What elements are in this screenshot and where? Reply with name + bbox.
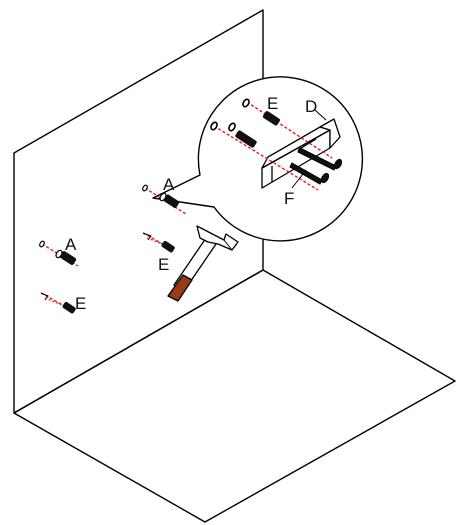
bracket-leader-line <box>314 109 327 121</box>
anchor-upper <box>142 184 187 215</box>
label-plug-upper: E <box>158 255 169 274</box>
detail-plug-lower <box>210 121 319 191</box>
label-plug-detail: E <box>267 94 278 113</box>
detail-callout <box>152 76 364 242</box>
wall-hole <box>228 122 236 132</box>
label-anchor-upper: A <box>163 175 175 194</box>
label-anchor-lower: A <box>65 235 77 254</box>
screw-leader-line <box>291 169 307 189</box>
bracket <box>261 118 341 189</box>
floor <box>13 269 456 523</box>
anchor-lower <box>39 240 79 267</box>
label-plug-lower: E <box>75 294 86 313</box>
detail-plug-upper <box>242 98 333 159</box>
wall-hole <box>210 121 218 131</box>
hammer-grip <box>167 274 193 302</box>
room-corner <box>13 9 456 523</box>
hammer-icon <box>167 225 239 302</box>
plug-upper <box>142 232 175 253</box>
label-bracket-detail: D <box>305 97 317 116</box>
wall-hole <box>242 98 250 108</box>
callout-bubble <box>152 76 364 242</box>
detail-screws <box>289 147 343 185</box>
plug-lower <box>40 292 76 314</box>
label-screw-detail: F <box>284 189 294 208</box>
